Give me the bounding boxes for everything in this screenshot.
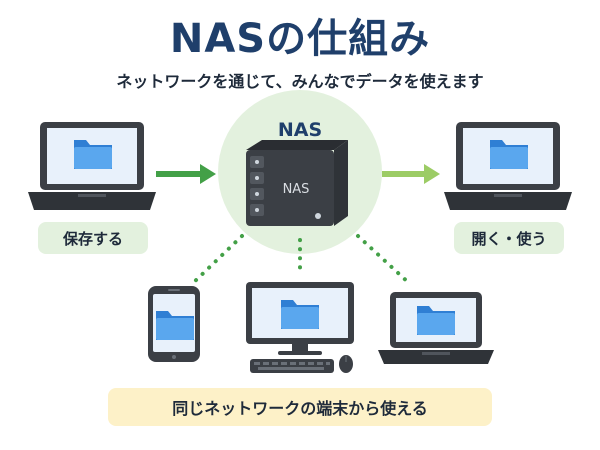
open-use-label: 開く・使う <box>454 222 564 254</box>
page-title: NASの仕組み <box>169 16 431 62</box>
keyboard-icon <box>250 359 334 373</box>
arrow-open <box>382 164 440 184</box>
mouse-icon <box>339 355 353 373</box>
save-label: 保存する <box>38 222 148 254</box>
bottom-caption: 同じネットワークの端末から使える <box>108 388 492 426</box>
page-subtitle: ネットワークを通じて、みんなでデータを使えます <box>116 72 484 91</box>
network-dotted-lines <box>190 234 412 286</box>
desktop-icon <box>246 282 354 355</box>
arrow-save <box>156 164 216 184</box>
smartphone-icon <box>148 286 200 362</box>
laptop-icon-bottom <box>378 292 494 364</box>
laptop-icon-left <box>28 122 156 210</box>
nas-device-icon: NAS <box>246 140 348 226</box>
nas-top-label: NAS <box>278 119 322 141</box>
nas-front-label: NAS <box>283 182 310 197</box>
laptop-icon-right <box>444 122 572 210</box>
